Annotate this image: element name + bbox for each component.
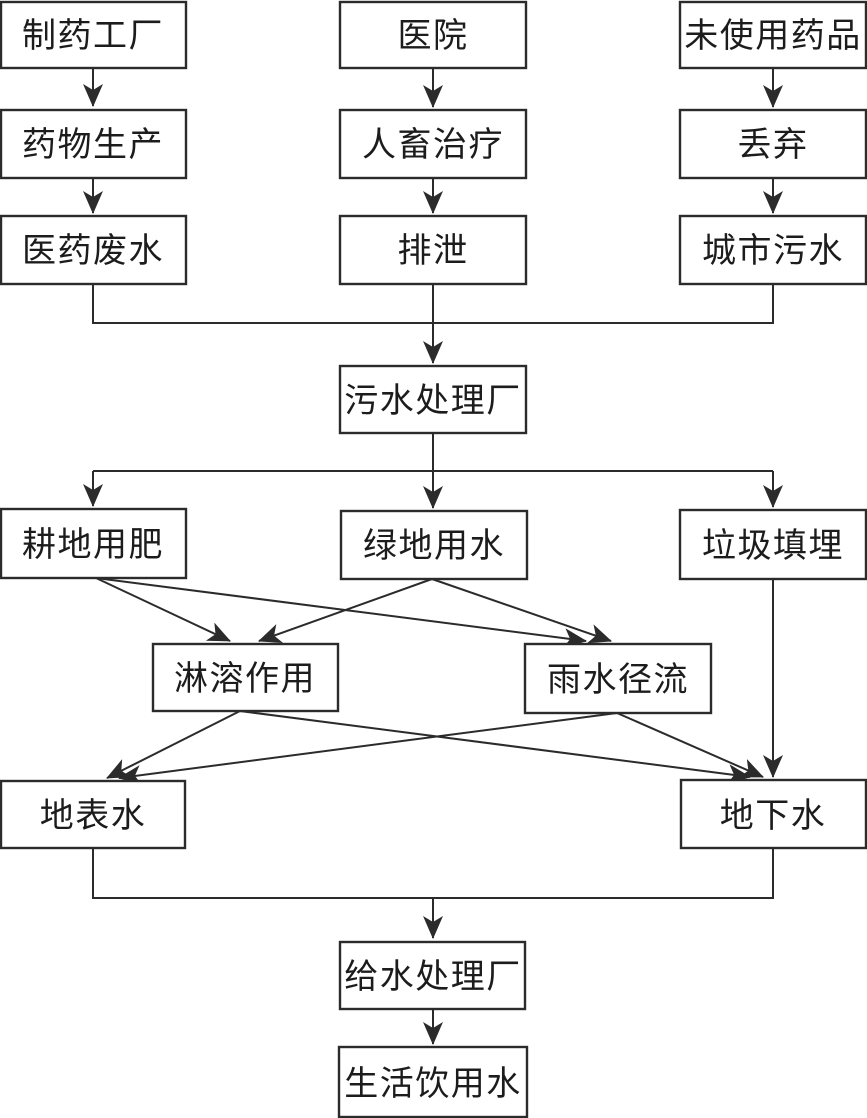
node-excretion-box (338, 214, 528, 286)
node-sewage-treatment-plant: 污水处理厂 (338, 364, 528, 435)
node-drinking-water-label: 生活饮用水 (344, 1065, 522, 1103)
node-rainwater-runoff: 雨水径流 (523, 642, 713, 715)
arrow-farmland-fertilizer-to-rainwater-runoff (95, 577, 587, 649)
node-unused-drugs: 未使用药品 (678, 0, 867, 70)
node-leaching-box (151, 642, 340, 713)
node-human-animal-treatment-label: 人畜治疗 (362, 126, 504, 164)
node-sewage-treatment-plant-label: 污水处理厂 (344, 383, 522, 420)
node-human-animal-treatment-box (338, 108, 528, 180)
node-drinking-water-box (337, 1045, 529, 1118)
node-farmland-fertilizer-label: 耕地用肥 (22, 526, 164, 564)
node-hospital-box (338, 0, 528, 70)
node-greenspace-irrigation-box (339, 509, 529, 581)
node-landfill: 垃圾填埋 (678, 508, 867, 581)
node-drinking-water: 生活饮用水 (337, 1045, 529, 1118)
arrow-greenspace-irrigation-to-leaching (258, 578, 433, 643)
node-greenspace-irrigation: 绿地用水 (339, 509, 529, 581)
node-excretion-label: 排泄 (398, 232, 469, 270)
node-groundwater-box (679, 778, 867, 850)
node-surface-water-label: 地表水 (40, 797, 147, 835)
node-urban-sewage-label: 城市污水 (702, 232, 844, 270)
node-urban-sewage-box (678, 214, 867, 286)
node-rainwater-runoff-label: 雨水径流 (547, 661, 689, 699)
arrow-rainwater-runoff-to-surface-water (118, 712, 618, 786)
node-landfill-label: 垃圾填埋 (702, 527, 844, 565)
node-hospital: 医院 (338, 0, 528, 70)
arrow-greenspace-irrigation-to-rainwater-runoff (431, 578, 612, 644)
node-pharma-factory: 制药工厂 (0, 0, 188, 70)
node-water-supply-plant-box (338, 940, 527, 1011)
arrow-leaching-to-groundwater (239, 710, 751, 785)
node-unused-drugs-box (678, 0, 867, 70)
branch-bus-from-sewage-plant (93, 433, 773, 472)
node-discard-label: 丢弃 (738, 126, 809, 164)
node-unused-drugs-label: 未使用药品 (684, 17, 862, 55)
node-excretion: 排泄 (338, 214, 528, 286)
node-greenspace-irrigation-label: 绿地用水 (363, 527, 505, 565)
node-medical-wastewater: 医药废水 (0, 214, 188, 286)
node-farmland-fertilizer: 耕地用肥 (0, 507, 188, 580)
node-groundwater: 地下水 (679, 778, 867, 850)
node-groundwater-label: 地下水 (720, 797, 827, 835)
arrow-rainwater-runoff-to-groundwater (616, 712, 764, 778)
node-leaching: 淋溶作用 (151, 642, 340, 713)
node-leaching-label: 淋溶作用 (174, 660, 316, 698)
node-discard-box (678, 108, 867, 180)
node-farmland-fertilizer-box (0, 507, 188, 580)
node-water-supply-plant-label: 给水处理厂 (344, 958, 522, 996)
node-drug-production: 药物生产 (0, 108, 188, 180)
node-sewage-treatment-plant-box (338, 364, 528, 435)
node-drug-production-label: 药物生产 (22, 126, 164, 164)
node-pharma-factory-label: 制药工厂 (22, 17, 164, 55)
node-medical-wastewater-label: 医药废水 (22, 232, 164, 270)
node-landfill-box (678, 508, 867, 581)
node-rainwater-runoff-box (523, 642, 713, 715)
node-discard: 丢弃 (678, 108, 867, 180)
arrow-leaching-to-surface-water (106, 710, 241, 779)
node-water-supply-plant: 给水处理厂 (338, 940, 527, 1011)
node-human-animal-treatment: 人畜治疗 (338, 108, 528, 180)
node-surface-water-box (0, 779, 187, 850)
node-hospital-label: 医院 (398, 17, 469, 55)
merge-bus-to-water-supply-plant (92, 848, 774, 899)
node-medical-wastewater-box (0, 214, 188, 286)
arrow-farmland-fertilizer-to-leaching (95, 577, 231, 642)
node-drug-production-box (0, 108, 188, 180)
node-pharma-factory-box (0, 0, 188, 70)
node-surface-water: 地表水 (0, 779, 187, 850)
node-urban-sewage: 城市污水 (678, 214, 867, 286)
